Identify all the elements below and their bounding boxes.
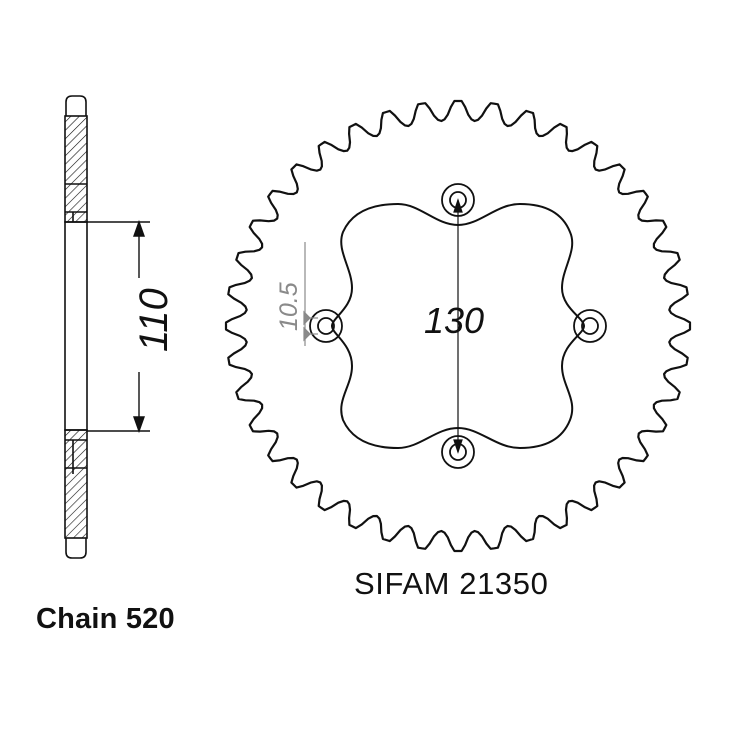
side-view-top-tip: [65, 95, 87, 116]
bolt-hole-left: [309, 309, 343, 343]
sprocket-tooth-outline: [224, 99, 692, 553]
part-number-label: SIFAM 21350: [354, 566, 549, 601]
hole-diameter-dimension-label: 10.5: [275, 282, 303, 331]
sprocket-side-view: [64, 95, 88, 559]
center-bore-dimension-label: 110: [132, 288, 176, 352]
dimension-110-lines: [87, 219, 150, 434]
side-view-lower-hatch: [64, 429, 88, 539]
chain-size-label: Chain 520: [36, 603, 175, 635]
bolt-circle-dimension-label: 130: [424, 300, 485, 341]
dimension-10-5-lines: [303, 242, 318, 346]
dimension-130-lines: [453, 198, 463, 454]
side-view-upper-hatch: [64, 115, 88, 223]
bolt-hole-right: [573, 309, 607, 343]
side-view-hub: [64, 221, 88, 431]
side-view-bottom-tip: [65, 538, 87, 559]
